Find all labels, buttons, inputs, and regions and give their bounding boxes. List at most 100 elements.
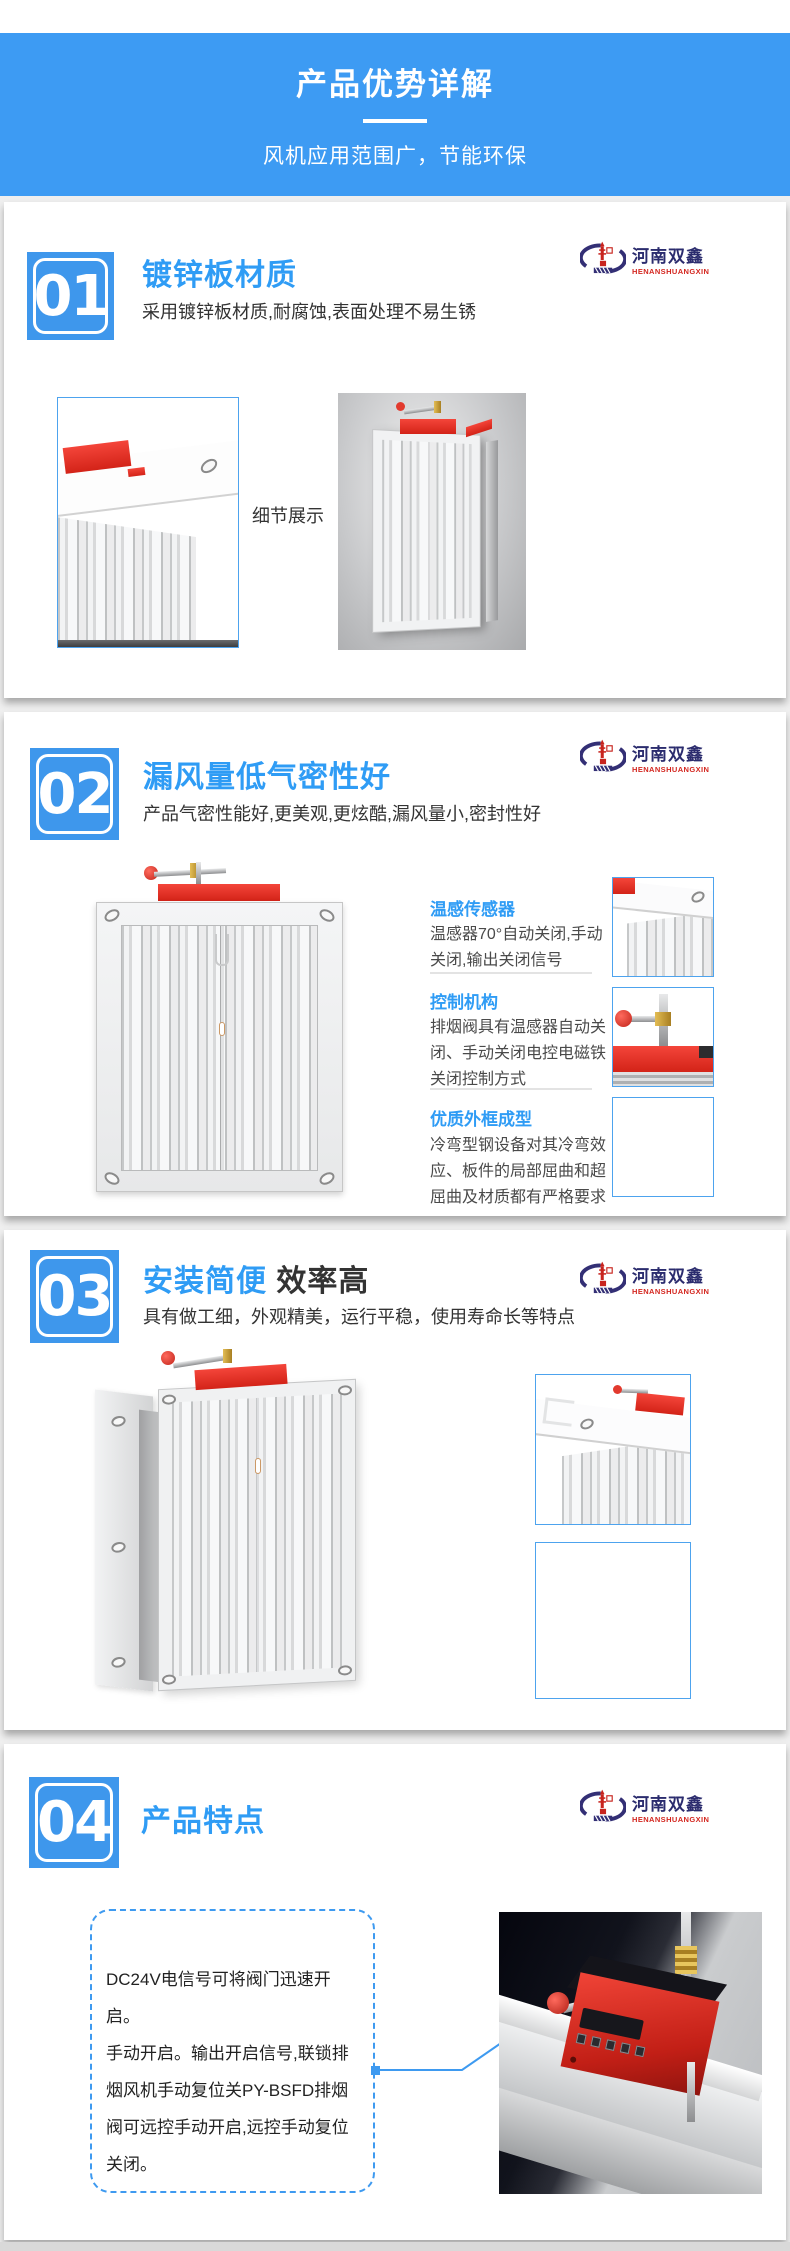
detail-label: 细节展示 — [252, 506, 324, 526]
brand-name-cn: 河南双鑫 — [632, 246, 704, 266]
handle-rod — [625, 1016, 669, 1022]
mount-bracket — [542, 1397, 575, 1427]
brand-logo: 河南双鑫 HENANSHUANGXIN — [580, 1260, 709, 1297]
product-render-image — [338, 393, 526, 650]
pagoda-swoosh-icon — [580, 1261, 626, 1294]
section-card-03: 03 安装简便 效率高 具有做工细，外观精美，运行平稳，使用寿命长等特点 河南双… — [4, 1230, 786, 1730]
gold-fitting — [655, 1012, 671, 1026]
thumb-corner-image — [612, 877, 714, 977]
frame-bottom-strip — [58, 640, 238, 647]
handle-knob — [615, 1010, 632, 1027]
gold-fitting — [675, 1946, 697, 1974]
feature-divider — [430, 972, 592, 974]
product-front-image — [96, 862, 343, 1192]
brand-name-en: HENANSHUANGXIN — [632, 266, 710, 276]
feature-text-box: DC24V电信号可将阀门迅速开启。 手动开启。输出开启信号,联锁排 烟风机手动复… — [90, 1909, 375, 2193]
section-number-badge: 03 — [30, 1250, 119, 1343]
connector-line — [371, 2040, 505, 2075]
thumb-actuator-corner-image — [535, 1374, 691, 1525]
screw-hole — [317, 1169, 337, 1188]
gold-fitting — [434, 401, 441, 413]
screw-hole — [102, 906, 122, 925]
screw-hole — [338, 1665, 352, 1676]
damper-side-panel — [486, 440, 498, 622]
frame-strip — [613, 1072, 713, 1086]
section-number-badge: 01 — [27, 252, 114, 340]
screw-hole — [102, 1169, 122, 1188]
section-title: 安装简便 效率高 — [143, 1256, 369, 1300]
damper-blades — [627, 912, 713, 976]
section-number: 04 — [37, 1790, 113, 1855]
feature-title: 温感传感器 — [430, 900, 515, 919]
pagoda-swoosh-icon — [580, 739, 626, 772]
section-number-badge: 04 — [29, 1777, 119, 1868]
damper-blades — [121, 925, 318, 1171]
center-rod — [219, 926, 224, 1170]
footer-strip — [0, 2242, 790, 2251]
damper-blades — [172, 1393, 342, 1677]
handle-knob — [547, 1992, 569, 2014]
feature-body: 冷弯型钢设备对其冷弯效 应、板件的局部屈曲和超 屈曲及材质都有严格要求 — [430, 1137, 607, 1206]
brand-name-en: HENANSHUANGXIN — [632, 764, 710, 774]
brand-logo: 河南双鑫 HENANSHUANGXIN — [580, 240, 709, 277]
section-card-04: 04 产品特点 河南双鑫 HENANSHUANGXIN D — [4, 1744, 786, 2240]
brand-name-en: HENANSHUANGXIN — [632, 1814, 710, 1824]
thumb-blades-image — [535, 1542, 691, 1699]
handle-knob — [613, 1385, 622, 1394]
brand-name-en: HENANSHUANGXIN — [632, 1286, 710, 1296]
section-card-02: 02 漏风量低气密性好 产品气密性能好,更美观,更炫酷,漏风量小,密封性好 河南… — [4, 712, 786, 1216]
brand-name-cn: 河南双鑫 — [632, 1794, 704, 1814]
section-subtitle: 产品气密性能好,更美观,更炫酷,漏风量小,密封性好 — [143, 804, 542, 824]
product-flanged-image — [95, 1349, 356, 1698]
center-rod — [257, 1397, 259, 1672]
gold-fitting — [190, 863, 200, 878]
actuator-box — [400, 419, 456, 434]
section-subtitle: 采用镀锌板材质,耐腐蚀,表面处理不易生锈 — [142, 302, 477, 322]
section-number: 03 — [37, 1264, 114, 1329]
red-part — [613, 878, 635, 894]
screw-hole — [109, 1414, 128, 1429]
screw-hole — [109, 1540, 128, 1555]
page-title: 产品优势详解 — [296, 67, 494, 102]
screw-hole — [109, 1655, 128, 1670]
title-divider — [363, 119, 427, 123]
handle-rod — [172, 1354, 230, 1369]
pagoda-swoosh-icon — [580, 1789, 626, 1822]
header-banner: 产品优势详解 风机应用范围广，节能环保 — [0, 33, 790, 196]
fusible-link — [214, 934, 229, 966]
number-badge-border — [36, 754, 113, 834]
number-badge-border — [36, 1256, 113, 1337]
actuator-stem — [196, 862, 201, 884]
pagoda-swoosh-icon — [580, 241, 626, 274]
brand-name-cn: 河南双鑫 — [632, 1266, 704, 1286]
feature-text: DC24V电信号可将阀门迅速开启。 手动开启。输出开启信号,联锁排 烟风机手动复… — [106, 1970, 349, 2174]
section-title: 漏风量低气密性好 — [143, 761, 391, 794]
handle-rod — [617, 1388, 649, 1394]
section-card-01: 01 镀锌板材质 采用镀锌板材质,耐腐蚀,表面处理不易生锈 河南双鑫 HENAN… — [4, 202, 786, 698]
screw-hole — [317, 906, 337, 925]
brand-logo: 河南双鑫 HENANSHUANGXIN — [580, 1788, 709, 1825]
actuator-photo — [499, 1912, 762, 2194]
brand-logo: 河南双鑫 HENANSHUANGXIN — [580, 738, 709, 775]
screw-hole — [338, 1385, 352, 1396]
section-title-dark: 效率高 — [267, 1265, 370, 1298]
fuse-element — [255, 1457, 261, 1475]
damper-blades — [58, 517, 196, 647]
feature-divider — [430, 1088, 592, 1090]
lower-pin — [687, 2062, 695, 2122]
damper-frame — [158, 1378, 356, 1692]
handle-knob — [396, 402, 405, 411]
center-rod — [428, 442, 430, 620]
number-badge-border — [33, 258, 108, 334]
brand-name-cn: 河南双鑫 — [632, 744, 704, 764]
actuator-box — [613, 1046, 713, 1072]
actuator-endcap — [699, 1046, 713, 1058]
feature-body: 排烟阀具有温感器自动关 闭、手动关闭电控电磁铁 关闭控制方式 — [430, 1019, 607, 1088]
actuator-box — [158, 884, 280, 901]
feature-title: 优质外框成型 — [430, 1110, 532, 1129]
thumb-blades-image — [612, 1097, 714, 1197]
section-number: 02 — [37, 761, 114, 827]
damper-frame — [372, 429, 481, 633]
section-title: 产品特点 — [141, 1805, 265, 1838]
feature-title: 控制机构 — [430, 993, 498, 1012]
